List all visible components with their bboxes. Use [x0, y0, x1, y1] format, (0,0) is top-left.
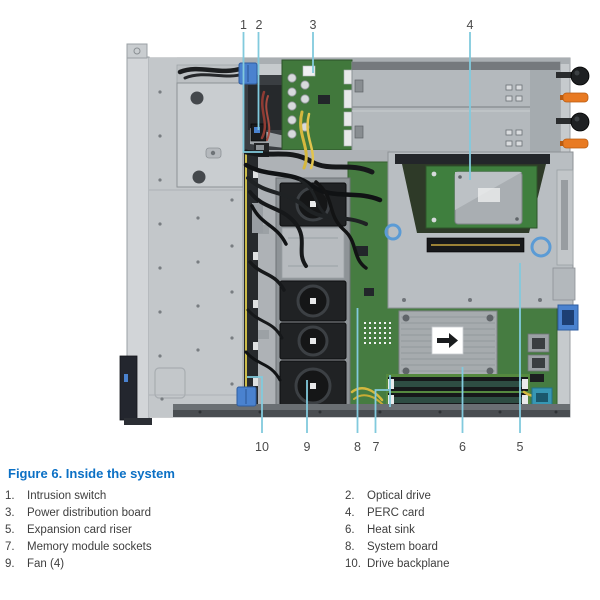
figure-caption: Figure 6. Inside the system [8, 466, 175, 481]
legend-item-label: Memory module sockets [27, 541, 152, 553]
blue-clip-top [238, 62, 258, 85]
callout-numbers: 1 2 3 4 10 9 8 7 6 5 [240, 18, 524, 454]
vga-connector [531, 387, 553, 408]
psu-release-tab-2 [560, 138, 589, 149]
legend-item-label: Power distribution board [27, 507, 152, 519]
legend-item-label: Optical drive [367, 490, 431, 502]
top-cable-bundle [177, 65, 246, 80]
callout-number-9: 9 [304, 440, 311, 454]
callout-line-7 [374, 389, 390, 433]
legend-item-number: 4. [345, 507, 355, 519]
legend-item-system-board: 8. System board [345, 539, 595, 556]
legend-item-label: Intrusion switch [27, 490, 107, 502]
callout-number-3: 3 [310, 18, 317, 32]
legend-item-optical-drive: 2. Optical drive [345, 488, 595, 505]
callout-number-10: 10 [255, 440, 269, 454]
legend-item-fan: 9. Fan (4) [5, 556, 335, 573]
drive-backplane [244, 150, 269, 412]
callout-line-10 [247, 376, 263, 433]
legend-item-label: Heat sink [367, 524, 415, 536]
legend-item-number: 5. [5, 524, 15, 536]
psu-handle-2 [556, 112, 590, 132]
legend-item-number: 10. [345, 558, 361, 570]
legend-item-number: 7. [5, 541, 15, 553]
perc-card [425, 165, 538, 229]
ethernet-ports [527, 333, 550, 372]
legend-item-intrusion-switch: 1. Intrusion switch [5, 488, 335, 505]
legend-item-number: 1. [5, 490, 15, 502]
legend-item-power-distribution-board: 3. Power distribution board [5, 505, 335, 522]
legend-item-label: Drive backplane [367, 558, 450, 570]
psu-vents [505, 84, 523, 147]
power-supply-units [351, 61, 561, 153]
psu-release-tab-1 [560, 92, 589, 103]
fan-3 [279, 322, 347, 360]
legend-item-perc-card: 4. PERC card [345, 505, 595, 522]
legend-item-memory-module-sockets: 7. Memory module sockets [5, 539, 335, 556]
legend-item-number: 8. [345, 541, 355, 553]
legend-item-expansion-card-riser: 5. Expansion card riser [5, 522, 335, 539]
fan-4 [279, 360, 347, 413]
usb-connector [557, 304, 579, 331]
front-bezel [119, 355, 152, 425]
legend-item-number: 2. [345, 490, 355, 502]
cable-bundles [243, 90, 546, 407]
legend-item-label: Fan (4) [27, 558, 65, 570]
legend-item-number: 9. [5, 558, 15, 570]
callout-number-4: 4 [467, 18, 474, 32]
legend-item-label: PERC card [367, 507, 425, 519]
heat-sink-arrow-icon [437, 333, 458, 348]
rear-io-ports [527, 267, 579, 408]
legend-item-number: 3. [5, 507, 15, 519]
legend-item-heat-sink: 6. Heat sink [345, 522, 595, 539]
chassis-front-edge [173, 404, 570, 417]
callout-number-8: 8 [354, 440, 361, 454]
legend-item-number: 6. [345, 524, 355, 536]
legend-column-right: 2. Optical drive 4. PERC card 6. Heat si… [345, 488, 595, 573]
lga-pad-grid [364, 322, 391, 344]
callout-number-6: 6 [459, 440, 466, 454]
fan-2 [279, 280, 347, 322]
legend-item-label: Expansion card riser [27, 524, 132, 536]
power-distribution-board [281, 59, 353, 151]
psu-latches [354, 79, 364, 139]
legend-item-drive-backplane: 10. Drive backplane [345, 556, 595, 573]
pcie-slot [426, 237, 525, 253]
callout-number-7: 7 [373, 440, 380, 454]
heat-sink [398, 310, 498, 379]
callout-number-2: 2 [256, 18, 263, 32]
callout-line-1 [242, 32, 263, 153]
blue-clip-bottom [236, 386, 257, 407]
legend-column-left: 1. Intrusion switch 3. Power distributio… [5, 488, 335, 573]
callout-number-1: 1 [240, 18, 247, 32]
screw-dots [158, 90, 234, 401]
legend-item-label: System board [367, 541, 438, 553]
callout-number-5: 5 [517, 440, 524, 454]
psu-handle-1 [556, 66, 590, 86]
callout-lines [242, 32, 521, 433]
